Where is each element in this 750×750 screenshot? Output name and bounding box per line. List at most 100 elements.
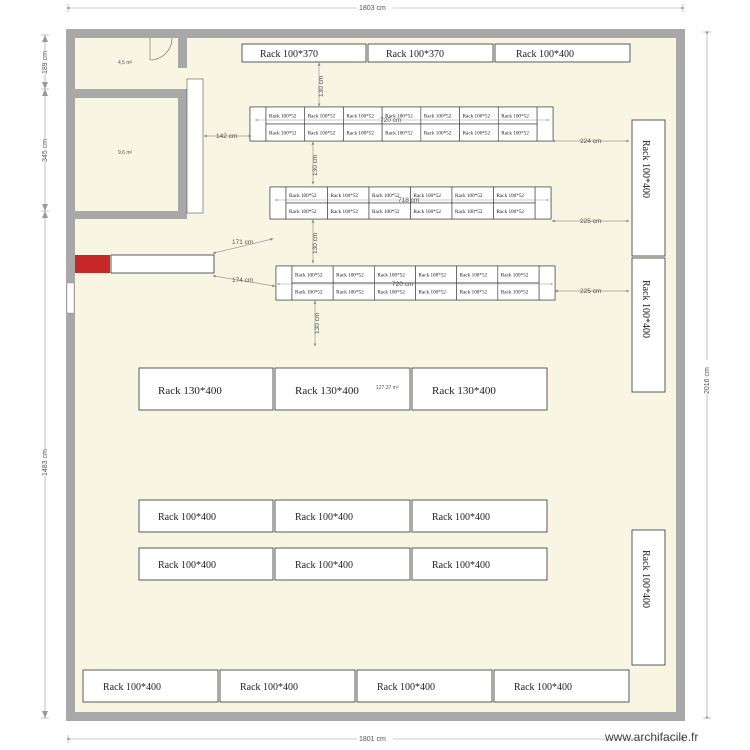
gap-dimension: 171 cm xyxy=(212,238,274,254)
small-rack-label: Rack 100*52 xyxy=(385,114,413,120)
small-rack-label: Rack 100*52 xyxy=(269,131,297,137)
right-rack: Rack 100*400 xyxy=(631,119,666,257)
svg-text:171 cm: 171 cm xyxy=(232,239,253,246)
small-rack-label: Rack 100*52 xyxy=(419,290,447,296)
svg-text:Rack 100*400: Rack 100*400 xyxy=(514,682,572,693)
row-width-dimension: 720 cm xyxy=(276,281,554,288)
svg-text:142 cm: 142 cm xyxy=(216,133,237,140)
small-rack-label: Rack 100*52 xyxy=(497,193,525,199)
rack-130: Rack 130*400 xyxy=(274,367,411,411)
svg-text:Rack 100*400: Rack 100*400 xyxy=(240,682,298,693)
bottom-rack: Rack 100*400 xyxy=(82,669,219,703)
top-rack: Rack 100*370 xyxy=(241,43,367,63)
door-swing-icon xyxy=(149,37,173,61)
svg-text:225 cm: 225 cm xyxy=(580,288,601,295)
rack-130: Rack 130*400 xyxy=(411,367,548,411)
svg-text:174 cm: 174 cm xyxy=(232,277,253,284)
small-rack-label: Rack 100*52 xyxy=(346,114,374,120)
bottom-rack: Rack 100*400 xyxy=(493,669,630,703)
main-area-label: 127,37 m² xyxy=(376,385,399,391)
gap-dimension: 130 cm xyxy=(311,219,319,264)
small-rack-label: Rack 100*52 xyxy=(497,209,525,215)
rack-100: Rack 100*400 xyxy=(274,547,411,581)
small-rack xyxy=(493,202,536,220)
small-rack-label: Rack 100*52 xyxy=(377,290,405,296)
room-office-area: 9,6 m² xyxy=(118,150,133,156)
svg-text:Rack 100*370: Rack 100*370 xyxy=(386,49,444,60)
svg-text:Rack 130*400: Rack 130*400 xyxy=(295,385,359,397)
small-rack-label: Rack 100*52 xyxy=(372,193,400,199)
svg-text:Rack 100*400: Rack 100*400 xyxy=(295,512,353,523)
svg-text:Rack 100*400: Rack 100*400 xyxy=(377,682,435,693)
interior-wall xyxy=(178,38,187,68)
gap-dimension: 174 cm xyxy=(212,274,276,288)
small-rack-label: Rack 100*52 xyxy=(463,114,491,120)
gap-dimension: 224 cm xyxy=(551,138,630,145)
small-rack-end xyxy=(536,106,554,142)
small-rack-label: Rack 100*52 xyxy=(424,131,452,137)
row-width-dimension: 718 cm xyxy=(274,197,550,204)
small-rack-label: Rack 100*52 xyxy=(295,273,323,279)
svg-text:Rack 100*400: Rack 100*400 xyxy=(432,512,490,523)
room-office xyxy=(75,98,178,211)
small-rack-label: Rack 100*52 xyxy=(331,209,359,215)
gap-dimension: 142 cm xyxy=(203,133,252,140)
svg-text:Rack 100*400: Rack 100*400 xyxy=(640,280,651,338)
svg-text:130 cm: 130 cm xyxy=(314,313,321,334)
small-rack-label: Rack 100*52 xyxy=(346,131,374,137)
small-rack-label: Rack 100*52 xyxy=(269,114,297,120)
svg-text:Rack 100*400: Rack 100*400 xyxy=(516,49,574,60)
small-rack-label: Rack 100*52 xyxy=(501,114,529,120)
svg-text:Rack 130*400: Rack 130*400 xyxy=(432,385,496,397)
small-rack-label: Rack 100*52 xyxy=(414,209,442,215)
svg-text:720 cm: 720 cm xyxy=(380,117,401,124)
rack-100: Rack 100*400 xyxy=(138,547,274,581)
dimension-top: 1803 cm xyxy=(66,3,685,12)
small-rack-end xyxy=(538,265,556,301)
small-rack-end xyxy=(534,186,552,220)
small-rack-label: Rack 100*52 xyxy=(501,290,529,296)
svg-text:224 cm: 224 cm xyxy=(580,138,601,145)
small-rack-label: Rack 100*52 xyxy=(336,273,364,279)
small-rack-label: Rack 100*52 xyxy=(308,114,336,120)
small-rack-label: Rack 100*52 xyxy=(308,131,336,137)
red-block xyxy=(75,255,110,273)
dimension-bottom: 1801 cm xyxy=(66,734,685,743)
small-rack-label: Rack 100*52 xyxy=(424,114,452,120)
small-rack-label: Rack 100*52 xyxy=(501,273,529,279)
small-rack-label: Rack 100*52 xyxy=(463,131,491,137)
svg-text:718 cm: 718 cm xyxy=(398,197,419,204)
svg-text:1803 cm: 1803 cm xyxy=(359,5,386,12)
watermark: www.archifacile.fr xyxy=(604,730,698,744)
svg-text:345 cm: 345 cm xyxy=(42,139,49,162)
small-rack-label: Rack 100*52 xyxy=(377,273,405,279)
bottom-rack: Rack 100*400 xyxy=(219,669,356,703)
svg-text:189 cm: 189 cm xyxy=(42,51,49,74)
corridor-partition xyxy=(186,78,204,214)
svg-text:Rack 100*400: Rack 100*400 xyxy=(158,512,216,523)
small-rack-end xyxy=(269,186,287,220)
svg-text:130 cm: 130 cm xyxy=(312,155,319,176)
small-rack-label: Rack 100*52 xyxy=(385,131,413,137)
gap-dimension: 225 cm xyxy=(554,288,630,295)
right-rack: Rack 100*400 xyxy=(631,257,666,393)
small-rack-label: Rack 100*52 xyxy=(455,209,483,215)
rack-100: Rack 100*400 xyxy=(274,499,411,533)
svg-text:720 cm: 720 cm xyxy=(392,281,413,288)
top-rack: Rack 100*370 xyxy=(367,43,494,63)
bottom-rack: Rack 100*400 xyxy=(356,669,493,703)
rack-100: Rack 100*400 xyxy=(138,499,274,533)
gap-dimension: 130 cm xyxy=(317,62,325,107)
small-rack-label: Rack 100*52 xyxy=(501,131,529,137)
svg-text:Rack 100*400: Rack 100*400 xyxy=(158,560,216,571)
small-rack xyxy=(497,123,538,142)
svg-text:2016 cm: 2016 cm xyxy=(704,367,711,394)
svg-text:Rack 130*400: Rack 130*400 xyxy=(158,385,222,397)
dimension-left: 189 cm 345 cm 1483 cm xyxy=(41,34,50,719)
svg-text:130 cm: 130 cm xyxy=(312,233,319,254)
side-door-opening xyxy=(66,282,75,314)
gap-dimension: 130 cm xyxy=(311,141,319,185)
svg-text:Rack 100*400: Rack 100*400 xyxy=(640,550,651,608)
